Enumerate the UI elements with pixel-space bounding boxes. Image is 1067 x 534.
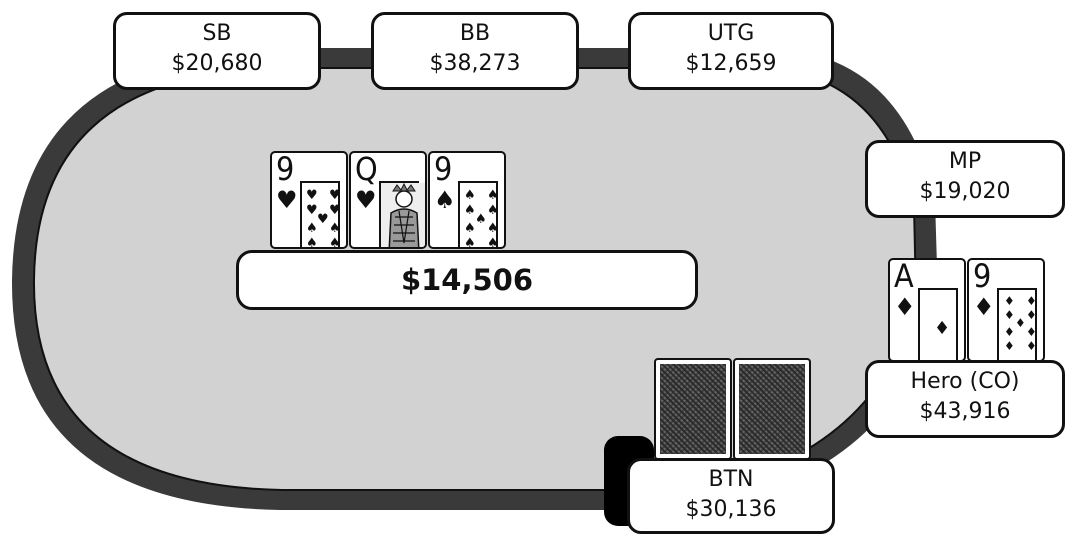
seat-stack: $30,136 (630, 495, 832, 525)
svg-text:♦: ♦ (1015, 316, 1026, 330)
pot-amount: $14,506 (401, 263, 533, 297)
seat-stack: $20,680 (116, 49, 318, 79)
hero-card-1: A ♦ ♦ (888, 258, 966, 362)
svg-text:♦: ♦ (1026, 308, 1037, 322)
svg-text:♠: ♠ (487, 236, 499, 249)
btn-card-back-2 (733, 358, 811, 460)
card-rank: 9 (276, 151, 294, 187)
spade-icon: ♠ (434, 187, 456, 213)
seat-bb: BB $38,273 (371, 12, 579, 90)
svg-text:♥: ♥ (317, 212, 329, 227)
seat-position-label: BTN (709, 467, 754, 492)
btn-card-back-1 (654, 358, 732, 460)
svg-text:♦: ♦ (1026, 339, 1037, 353)
seat-btn: BTN $30,136 (627, 458, 835, 534)
svg-text:♦: ♦ (1004, 325, 1015, 339)
board-card-2: Q ♥ (349, 151, 427, 249)
seat-hero: Hero (CO) $43,916 (865, 360, 1065, 438)
queen-portrait-icon (381, 183, 427, 249)
svg-text:♠: ♠ (464, 188, 476, 203)
svg-text:♦: ♦ (1026, 325, 1037, 339)
svg-text:♠: ♠ (464, 221, 476, 236)
card-pips: ♥♥ ♥♥ ♥ ♠♠ ♠♠ (302, 183, 348, 249)
card-rank: Q (355, 151, 378, 187)
diamond-icon: ♦ (894, 294, 916, 320)
card-pip-area: ♦♦ ♦♦ ♦ ♦♦ ♦♦ (997, 288, 1037, 362)
svg-text:♦: ♦ (1026, 294, 1037, 308)
seat-position-label: MP (949, 149, 981, 174)
queen-face-art (379, 181, 419, 249)
svg-text:♥: ♥ (329, 188, 341, 203)
card-pip-area: ♥♥ ♥♥ ♥ ♠♠ ♠♠ (300, 181, 340, 249)
seat-position-label: UTG (708, 21, 755, 46)
svg-text:♦: ♦ (1004, 308, 1015, 322)
seat-position-label: BB (460, 21, 490, 46)
seat-stack: $38,273 (374, 49, 576, 79)
seat-mp: MP $19,020 (865, 140, 1065, 218)
svg-text:♠: ♠ (329, 221, 341, 236)
svg-text:♥: ♥ (329, 203, 341, 218)
svg-text:♠: ♠ (487, 203, 499, 218)
svg-text:♠: ♠ (306, 236, 318, 249)
card-rank: 9 (434, 151, 452, 187)
svg-text:♥: ♥ (306, 188, 318, 203)
seat-position-label: Hero (CO) (911, 369, 1020, 394)
svg-text:♠: ♠ (475, 212, 487, 227)
heart-icon: ♥ (355, 187, 377, 213)
hero-card-2: 9 ♦ ♦♦ ♦♦ ♦ ♦♦ ♦♦ (967, 258, 1045, 362)
svg-text:♠: ♠ (464, 236, 476, 249)
card-back-pattern (739, 364, 805, 454)
svg-text:♥: ♥ (306, 203, 318, 218)
svg-text:♠: ♠ (487, 221, 499, 236)
heart-icon: ♥ (276, 187, 298, 213)
card-pip-area: ♠♠ ♠♠ ♠ ♠♠ ♠♠ (458, 181, 498, 249)
seat-stack: $12,659 (631, 49, 831, 79)
seat-utg: UTG $12,659 (628, 12, 834, 90)
card-pips: ♦ (920, 290, 966, 362)
svg-text:♦: ♦ (934, 318, 950, 339)
seat-stack: $19,020 (868, 177, 1062, 207)
card-rank: A (894, 258, 914, 294)
svg-text:♦: ♦ (1004, 339, 1015, 353)
seat-sb: SB $20,680 (113, 12, 321, 90)
board-card-3: 9 ♠ ♠♠ ♠♠ ♠ ♠♠ ♠♠ (428, 151, 506, 249)
card-pip-area: ♦ (918, 288, 958, 362)
svg-text:♠: ♠ (487, 188, 499, 203)
svg-text:♠: ♠ (306, 221, 318, 236)
card-pips: ♠♠ ♠♠ ♠ ♠♠ ♠♠ (460, 183, 506, 249)
board-card-1: 9 ♥ ♥♥ ♥♥ ♥ ♠♠ ♠♠ (270, 151, 348, 249)
card-rank: 9 (973, 258, 991, 294)
pot-display: $14,506 (236, 250, 698, 310)
svg-text:♠: ♠ (329, 236, 341, 249)
svg-text:♦: ♦ (1004, 294, 1015, 308)
card-back-pattern (660, 364, 726, 454)
svg-text:♠: ♠ (464, 203, 476, 218)
seat-position-label: SB (202, 21, 231, 46)
diamond-icon: ♦ (973, 294, 995, 320)
seat-stack: $43,916 (868, 397, 1062, 427)
card-pips: ♦♦ ♦♦ ♦ ♦♦ ♦♦ (999, 290, 1045, 362)
